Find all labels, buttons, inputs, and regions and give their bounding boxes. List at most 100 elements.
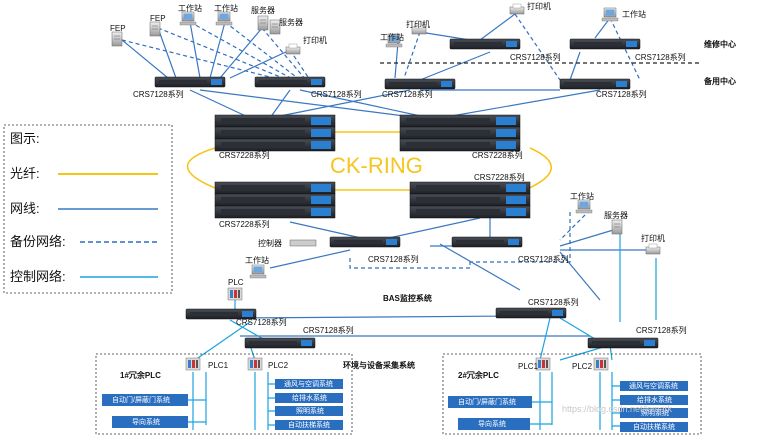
plc-switch-2: CRS7128系列: [495, 297, 579, 319]
workstation-1: 工作站: [178, 3, 202, 26]
top-right-links: [269, 13, 700, 119]
svg-text:CRS7228系列: CRS7228系列: [219, 150, 270, 160]
svg-text:PLC1: PLC1: [208, 361, 229, 370]
svg-text:CRS7128系列: CRS7128系列: [596, 89, 647, 99]
core-switch-4: CRS7228系列: [409, 172, 531, 219]
svg-text:服务器: 服务器: [279, 17, 303, 27]
svg-text:1#冗余PLC: 1#冗余PLC: [120, 370, 161, 380]
env-title: 环境与设备采集系统: [343, 360, 415, 370]
svg-text:打印机: 打印机: [406, 19, 430, 29]
core-switch-2: CRS7228系列: [399, 114, 523, 160]
svg-text:通风与空调系统: 通风与空调系统: [629, 381, 678, 390]
bas-server: 服务器: [604, 210, 628, 235]
svg-text:FEP: FEP: [110, 24, 126, 33]
bas-workstation-1: 工作站: [245, 255, 269, 279]
svg-text:CRS7128系列: CRS7128系列: [518, 254, 569, 264]
svg-text:CRS7128系列: CRS7128系列: [368, 254, 419, 264]
switch-s4: CRS7128系列: [569, 38, 686, 62]
svg-text:照明系统: 照明系统: [296, 406, 324, 415]
svg-text:PLC2: PLC2: [572, 362, 593, 371]
workstation-top-4: 工作站: [601, 7, 646, 22]
legend: 图示: 光纤: 网线: 备份网络: 控制网络:: [3, 124, 173, 294]
redundant-plc-group-2: 2#冗余PLC PLC1 PLC2 自动门/屏蔽门系统 导向系统 通风与空调系统…: [442, 353, 702, 435]
svg-text:CRS7128系列: CRS7128系列: [311, 89, 362, 99]
svg-text:自动扶梯系统: 自动扶梯系统: [633, 422, 675, 431]
svg-text:自动门/屏蔽门系统: 自动门/屏蔽门系统: [458, 397, 516, 406]
svg-text:CRS7128系列: CRS7128系列: [528, 297, 579, 307]
ck-ring-fiber: [186, 131, 553, 191]
fep-2: FEP: [149, 14, 166, 37]
svg-text:CRS7228系列: CRS7228系列: [219, 219, 270, 229]
watermark: https://blog.csdn.net/lomark: [562, 404, 673, 414]
svg-text:工作站: 工作站: [380, 32, 404, 42]
legend-cable-label: 网线:: [10, 201, 40, 216]
switch-s2: CRS7128系列: [254, 76, 362, 99]
svg-text:工作站: 工作站: [245, 255, 269, 265]
legend-control-label: 控制网络:: [10, 269, 66, 284]
redundant-plc-group-1: 1#冗余PLC PLC1 PLC2 自动门/屏蔽门系统 导向系统 通风与空调系统…: [95, 353, 353, 435]
ck-ring-label: CK-RING: [330, 153, 423, 178]
plc-switch-3: CRS7128系列: [244, 325, 354, 349]
svg-text:CRS7128系列: CRS7128系列: [303, 325, 354, 335]
bas-links: [269, 209, 657, 322]
svg-text:CRS7228系列: CRS7228系列: [474, 172, 525, 182]
svg-text:打印机: 打印机: [527, 1, 551, 11]
svg-text:工作站: 工作站: [570, 191, 594, 201]
top-left-links: [121, 21, 431, 119]
svg-text:服务器: 服务器: [604, 210, 628, 220]
svg-text:PLC2: PLC2: [268, 361, 289, 370]
legend-title: 图示:: [10, 131, 40, 146]
switch-s3: CRS7128系列: [449, 38, 561, 62]
bas-workstation-2: 工作站: [570, 191, 594, 214]
svg-text:CRS7128系列: CRS7128系列: [382, 89, 433, 99]
svg-text:导向系统: 导向系统: [132, 417, 160, 426]
bas-switch-2: CRS7128系列: [451, 236, 569, 264]
bas-printer: 打印机: [641, 233, 665, 255]
svg-text:自动扶梯系统: 自动扶梯系统: [288, 420, 330, 429]
svg-text:打印机: 打印机: [641, 233, 665, 243]
switch-s6: CRS7128系列: [559, 78, 647, 99]
bas-title: BAS监控系统: [383, 293, 432, 303]
printer-top-1: 打印机: [285, 35, 327, 55]
svg-text:打印机: 打印机: [303, 35, 327, 45]
svg-text:给排水系统: 给排水系统: [637, 395, 672, 404]
workstation-2: 工作站: [214, 3, 238, 26]
svg-text:CRS7128系列: CRS7128系列: [635, 52, 686, 62]
legend-fiber-label: 光纤:: [10, 166, 40, 181]
fep-1: FEP: [110, 24, 126, 47]
core-switch-3: CRS7228系列: [214, 181, 336, 229]
svg-text:工作站: 工作站: [622, 9, 646, 19]
bas-controller: 控制器: [258, 238, 317, 248]
server-top-1: 服务器: [251, 5, 275, 31]
svg-text:CRS7128系列: CRS7128系列: [510, 52, 561, 62]
zone-maint-label: 维修中心: [704, 39, 736, 49]
svg-text:工作站: 工作站: [214, 3, 238, 13]
workstation-top-3: 工作站: [380, 32, 404, 48]
plc-switch-4: CRS7128系列: [587, 325, 687, 349]
printer-top-3: 打印机: [509, 1, 551, 15]
svg-text:PLC: PLC: [228, 278, 244, 287]
printer-top-2: 打印机: [406, 19, 430, 35]
svg-text:服务器: 服务器: [251, 5, 275, 15]
svg-text:工作站: 工作站: [178, 3, 202, 13]
svg-text:CRS7128系列: CRS7128系列: [133, 89, 184, 99]
svg-text:导向系统: 导向系统: [478, 419, 506, 428]
switch-s1: CRS7128系列: [133, 76, 226, 99]
core-switch-1: CRS7228系列: [214, 114, 336, 160]
server-top-2: 服务器: [269, 17, 303, 35]
svg-text:CRS7228系列: CRS7228系列: [472, 150, 523, 160]
svg-text:自动门/屏蔽门系统: 自动门/屏蔽门系统: [112, 395, 170, 404]
svg-text:CRS7128系列: CRS7128系列: [636, 325, 687, 335]
zone-backup-label: 备用中心: [703, 76, 736, 86]
svg-text:照明系统: 照明系统: [641, 408, 669, 417]
svg-text:给排水系统: 给排水系统: [292, 393, 327, 402]
svg-text:2#冗余PLC: 2#冗余PLC: [458, 370, 499, 380]
svg-text:CRS7128系列: CRS7128系列: [236, 317, 287, 327]
svg-text:PLC1: PLC1: [518, 362, 539, 371]
plc-device: PLC: [227, 278, 244, 301]
svg-text:通风与空调系统: 通风与空调系统: [284, 379, 333, 388]
switch-s5: CRS7128系列: [382, 78, 456, 99]
svg-text:FEP: FEP: [150, 14, 166, 23]
